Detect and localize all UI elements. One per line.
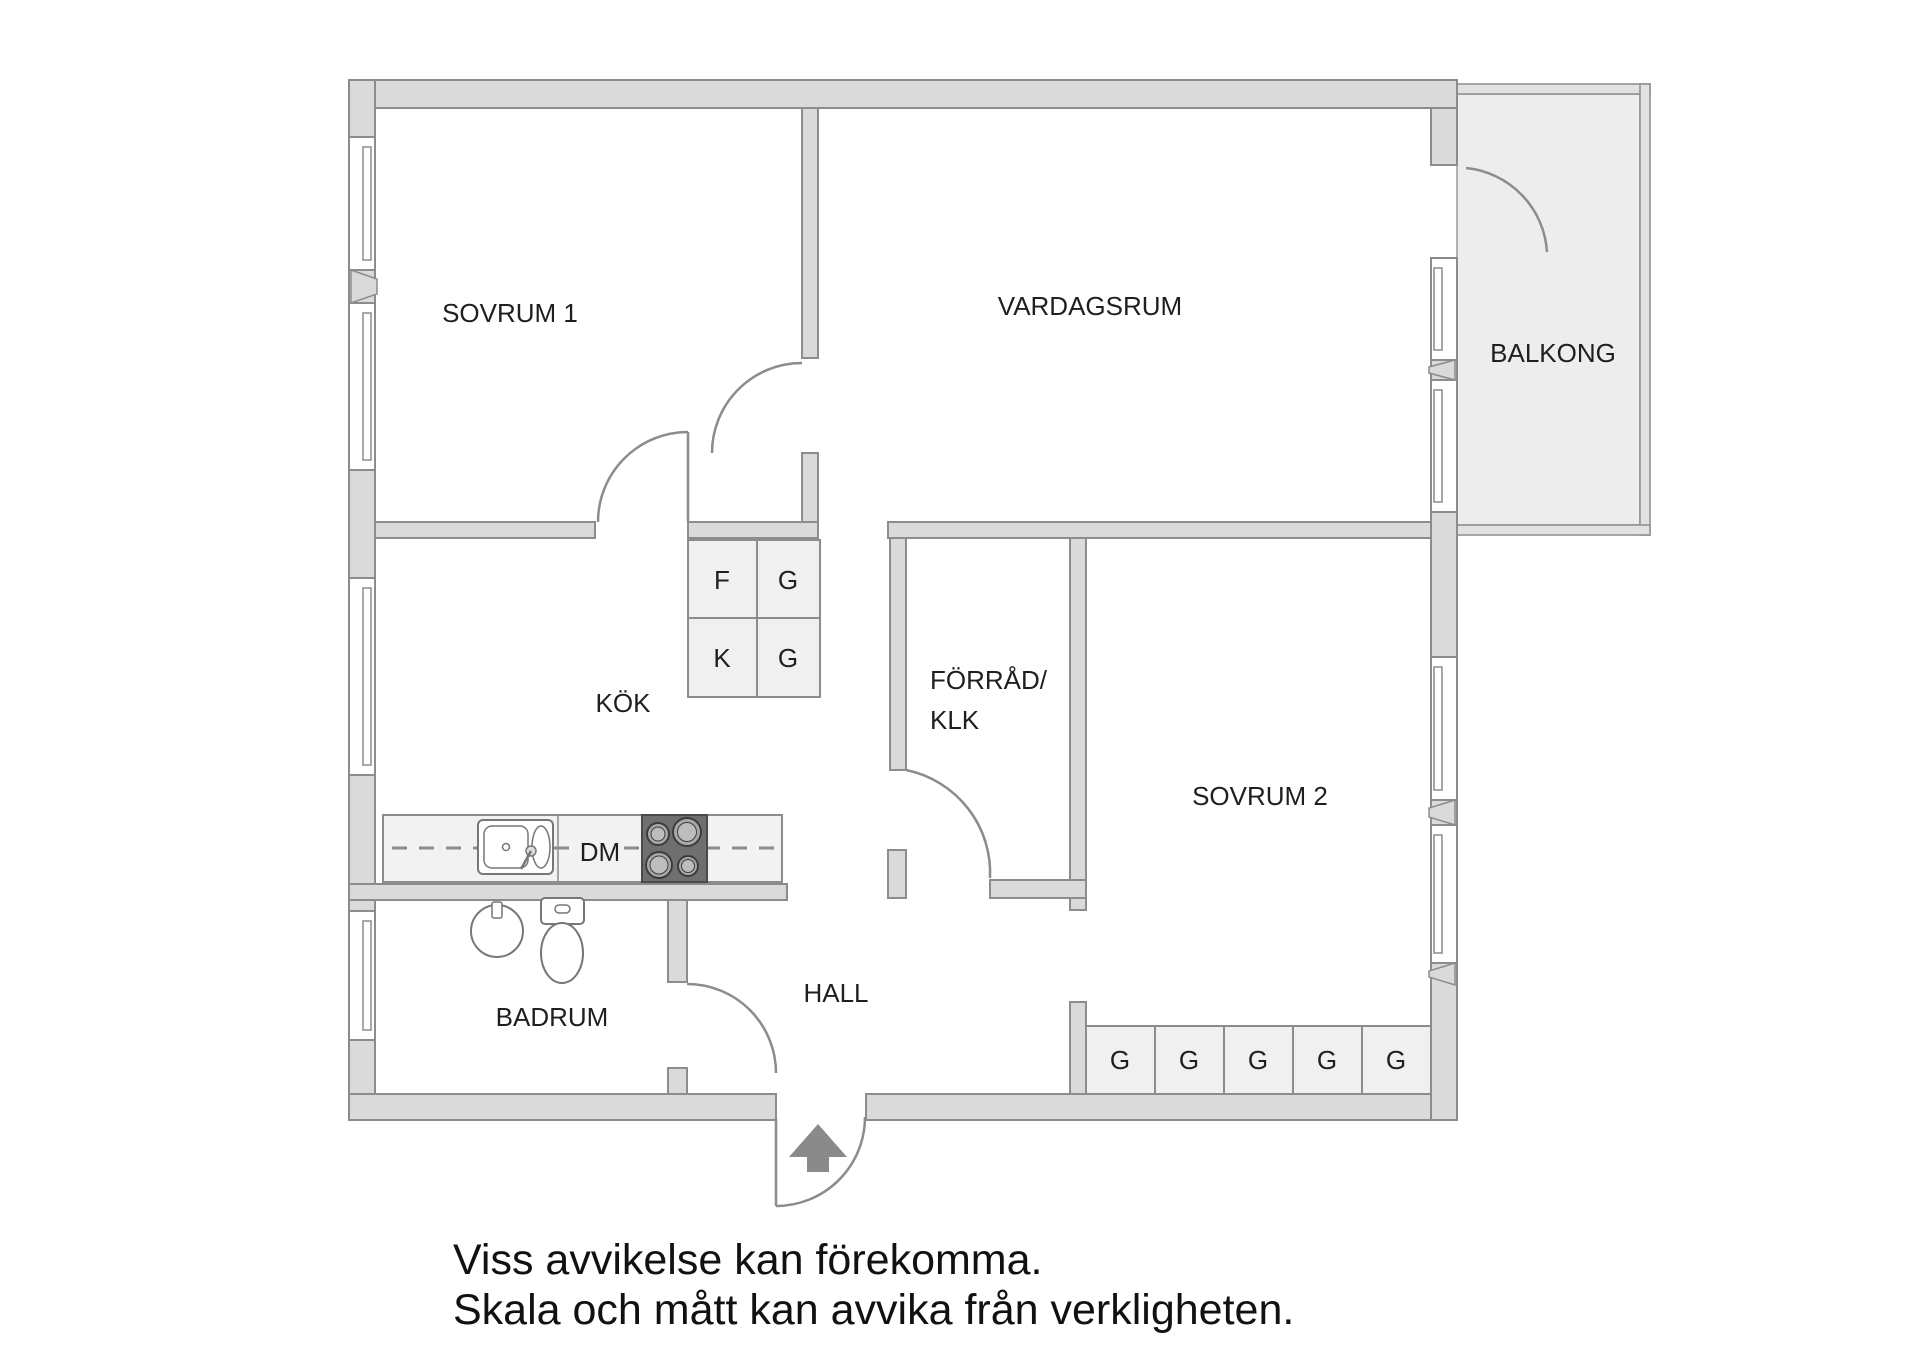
wardrobe-label-5: G [1386,1045,1406,1075]
cabinet-k [687,617,758,698]
wardrobe-label-1: G [1110,1045,1130,1075]
entrance-arrow-icon [789,1124,847,1172]
window-mullion-left [350,268,378,305]
room-labels: SOVRUM 1 VARDAGSRUM BALKONG KÖK FÖRRÅD/ … [442,291,1616,1032]
balcony-rail-right [1639,83,1651,536]
door-arc-kok [596,430,689,523]
dishwasher-label: DM [580,837,620,867]
wall-exterior-bottom-left [348,1093,777,1121]
room-label-forrad-line1: FÖRRÅD/ [930,665,1048,695]
room-label-balkong: BALKONG [1490,338,1616,368]
room-label-sovrum1: SOVRUM 1 [442,298,578,328]
wall-forrad-right [1069,537,1087,911]
bathroom-fixtures [470,897,585,984]
wall-vardagsrum-bottom [687,521,819,539]
cabinet-g2 [756,617,821,698]
wall-hall-sovrum2 [989,879,1087,899]
wall-vardagsrum-door-stub [801,452,819,523]
room-label-vardagsrum: VARDAGSRUM [998,291,1182,321]
wardrobe-5 [1361,1025,1432,1095]
wall-sovrum1-vardagsrum [801,107,819,359]
room-label-kok: KÖK [596,688,652,718]
wardrobe-3 [1223,1025,1294,1095]
room-label-sovrum2: SOVRUM 2 [1192,781,1328,811]
balcony-rail-bottom [1456,524,1651,536]
wall-badrum-hall [667,899,688,983]
doors [596,166,1549,1208]
toilet [540,897,585,984]
room-label-forrad-line2: KLK [930,705,980,735]
wall-forrad-jamb [887,849,907,899]
bathroom-sink [470,901,524,958]
wardrobe-label-4: G [1317,1045,1337,1075]
cabinet-label-g2: G [778,643,798,673]
disclaimer-line-1: Viss avvikelse kan förekomma. [453,1236,1043,1284]
window-mullion-right-3 [1428,961,1456,987]
balcony [1456,83,1651,536]
wardrobe-row: G G G G G [1085,1025,1432,1095]
kitchen-sink [477,819,554,875]
wall-forrad-left [889,537,907,771]
room-label-badrum: BADRUM [496,1002,609,1032]
wall-kok-sovrum1 [374,521,596,539]
wall-divider-north [887,521,1432,539]
window-mullion-right-1 [1428,359,1456,381]
disclaimer-line-2: Skala och mått kan avvika från verklighe… [453,1286,1294,1334]
balcony-floor [1456,93,1641,526]
wardrobe-2 [1154,1025,1225,1095]
cabinet-label-g1: G [778,565,798,595]
wall-sovrum2-lower [1069,1001,1087,1095]
window-mullion-right-2 [1428,798,1456,827]
cabinet-g1 [756,539,821,619]
wall-badrum-door-stub [667,1067,688,1095]
door-arc-balkong [1465,166,1549,253]
balcony-rail-top [1456,83,1651,95]
walls [348,79,1458,1121]
wardrobe-label-2: G [1179,1045,1199,1075]
wall-exterior-top [348,79,1458,109]
door-arc-badrum [686,982,778,1074]
wardrobe-label-3: G [1248,1045,1268,1075]
wall-exterior-right-upper [1430,107,1458,166]
door-arc-forrad [905,768,992,879]
room-label-hall: HALL [803,978,868,1008]
cabinet-label-f: F [714,565,730,595]
door-arc-entrance [775,1116,867,1208]
door-arc-vardagsrum [710,361,803,454]
windows [348,136,1458,1041]
cabinet-label-k: K [713,643,731,673]
kitchen-counter: DM [382,814,783,883]
wall-exterior-bottom-right [865,1093,1458,1121]
cabinet-block: F G K G [687,539,821,698]
stove [641,814,708,883]
disclaimer: Viss avvikelse kan förekomma. Skala och … [453,1236,1294,1334]
